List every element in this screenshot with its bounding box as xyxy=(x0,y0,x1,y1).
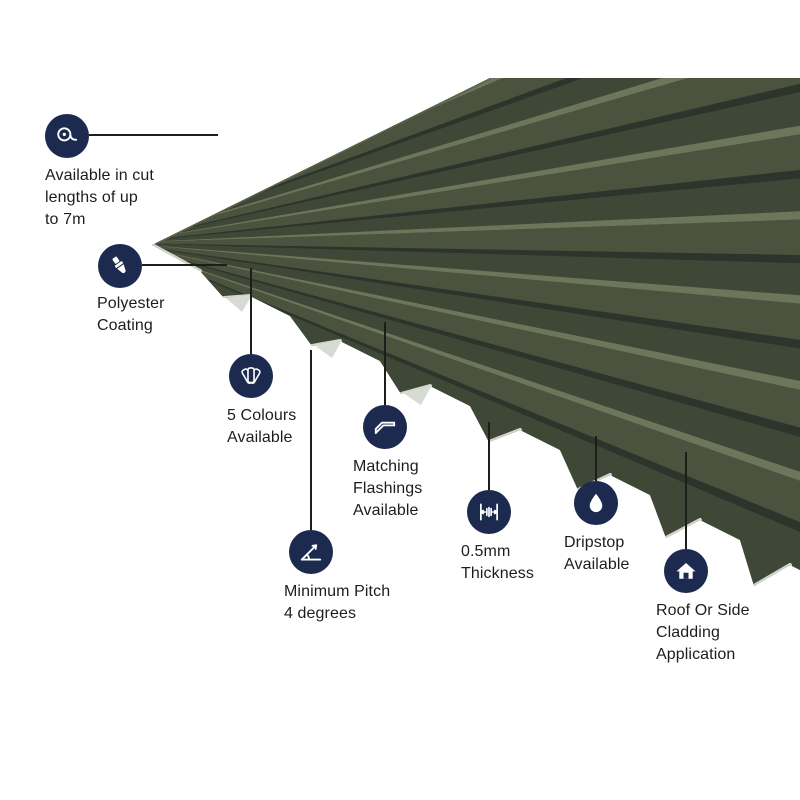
house-icon xyxy=(676,562,696,579)
feature-label: Roof Or Side Cladding Application xyxy=(656,602,750,663)
leader-line xyxy=(250,268,252,354)
feature-label: Polyester Coating xyxy=(97,295,165,334)
feature-label: 0.5mm Thickness xyxy=(461,543,534,582)
leader-line xyxy=(142,264,227,266)
leader-line xyxy=(384,322,386,405)
feature-label: Matching Flashings Available xyxy=(353,458,423,519)
feature-badge-thickness xyxy=(467,490,511,534)
water-drop-icon xyxy=(589,493,603,513)
paintbrush-icon xyxy=(112,256,126,274)
feature-label: Minimum Pitch 4 degrees xyxy=(284,583,391,622)
feature-label: Dripstop Available xyxy=(564,534,630,573)
sheet-underside-edges xyxy=(226,295,432,405)
leader-line xyxy=(685,452,687,549)
leader-line xyxy=(89,134,218,136)
feature-badge-flashings xyxy=(363,405,407,449)
pitch-angle-icon xyxy=(300,544,322,561)
thickness-icon xyxy=(480,503,498,521)
leader-line xyxy=(595,436,597,481)
feature-badge-cut-lengths xyxy=(45,114,89,158)
leader-line xyxy=(310,350,312,530)
tape-measure-icon xyxy=(57,127,78,142)
colour-swatch-icon xyxy=(241,367,261,384)
leader-line xyxy=(488,422,490,490)
flashing-icon xyxy=(374,421,396,434)
feature-label: 5 Colours Available xyxy=(227,407,297,446)
feature-label: Available in cut lengths of up to 7m xyxy=(45,167,154,228)
feature-badge-dripstop xyxy=(574,481,618,525)
feature-badge-cladding xyxy=(664,549,708,593)
feature-badge-colours xyxy=(229,354,273,398)
feature-badge-minimum-pitch xyxy=(289,530,333,574)
feature-badge-polyester-coating xyxy=(98,244,142,288)
